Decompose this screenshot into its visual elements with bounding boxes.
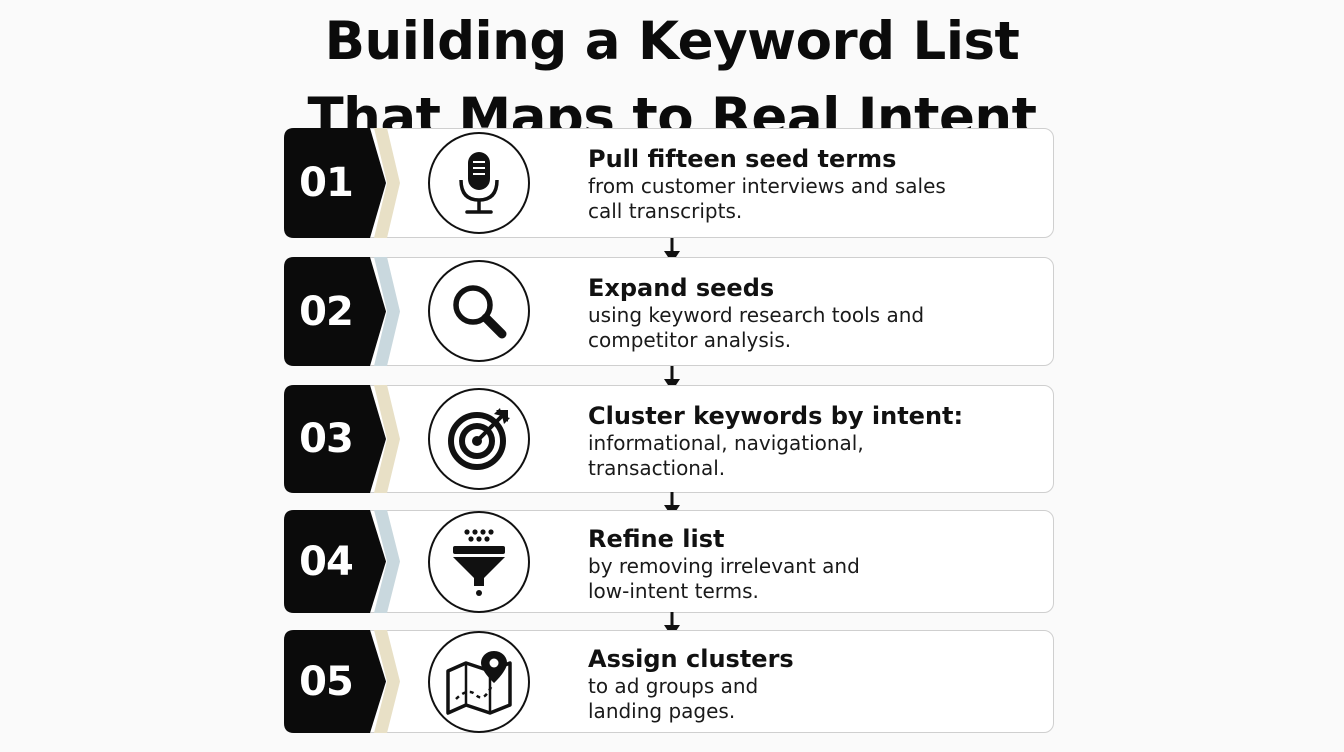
step-2: 02 Expand seeds using keyword research t… bbox=[284, 257, 1056, 366]
icon-circle bbox=[428, 132, 530, 234]
step-card bbox=[284, 510, 1054, 613]
step-card bbox=[284, 257, 1054, 366]
magnifying-glass-icon bbox=[453, 285, 507, 339]
step-5: 05 Assign clusters to ad groups and land… bbox=[284, 630, 1056, 733]
step-3: 03 Cluster keywords by intent: informati… bbox=[284, 385, 1056, 493]
step-heading: Assign clusters bbox=[588, 645, 794, 673]
step-heading: Pull fifteen seed terms bbox=[588, 145, 897, 173]
step-badge: 02 bbox=[284, 257, 400, 366]
step-4: 04 Refine list by removing irrelevant an… bbox=[284, 510, 1056, 613]
step-card bbox=[284, 128, 1054, 238]
step-number: 05 bbox=[299, 658, 354, 705]
icon-circle bbox=[428, 511, 530, 613]
step-card bbox=[284, 385, 1054, 493]
step-description: by removing irrelevant and low-intent te… bbox=[588, 554, 860, 603]
step-card bbox=[284, 630, 1054, 733]
icon-circle bbox=[428, 631, 530, 733]
step-badge: 03 bbox=[284, 385, 400, 493]
step-text: Pull fifteen seed terms from customer in… bbox=[588, 144, 968, 224]
step-text: Expand seeds using keyword research tool… bbox=[588, 273, 968, 353]
step-heading: Refine list bbox=[588, 525, 725, 553]
step-number: 03 bbox=[299, 416, 354, 462]
map-pin-icon bbox=[446, 651, 512, 715]
step-number: 02 bbox=[299, 288, 354, 335]
step-description: from customer interviews and sales call … bbox=[588, 174, 946, 223]
step-number: 01 bbox=[299, 160, 354, 206]
funnel-icon bbox=[453, 529, 505, 596]
step-number: 04 bbox=[299, 538, 354, 585]
step-description: informational, navigational, transaction… bbox=[588, 431, 864, 480]
title-line-1: Building a Keyword List bbox=[324, 11, 1020, 72]
target-icon bbox=[448, 408, 510, 470]
step-1: 01 Pull fifteen seed terms from customer… bbox=[284, 128, 1056, 238]
step-badge: 01 bbox=[284, 128, 400, 238]
step-text: Cluster keywords by intent: informationa… bbox=[588, 401, 963, 481]
icon-circle bbox=[428, 260, 530, 362]
step-badge: 05 bbox=[284, 630, 400, 733]
step-text: Assign clusters to ad groups and landing… bbox=[588, 644, 794, 724]
step-heading: Expand seeds bbox=[588, 274, 775, 302]
page-title: Building a Keyword List That Maps to Rea… bbox=[0, 4, 1344, 156]
step-description: using keyword research tools and competi… bbox=[588, 303, 925, 352]
step-description: to ad groups and landing pages. bbox=[588, 674, 759, 723]
step-badge: 04 bbox=[284, 510, 400, 613]
step-text: Refine list by removing irrelevant and l… bbox=[588, 524, 888, 604]
microphone-icon bbox=[459, 152, 499, 214]
icon-circle bbox=[428, 388, 530, 490]
step-heading: Cluster keywords by intent: bbox=[588, 402, 964, 430]
